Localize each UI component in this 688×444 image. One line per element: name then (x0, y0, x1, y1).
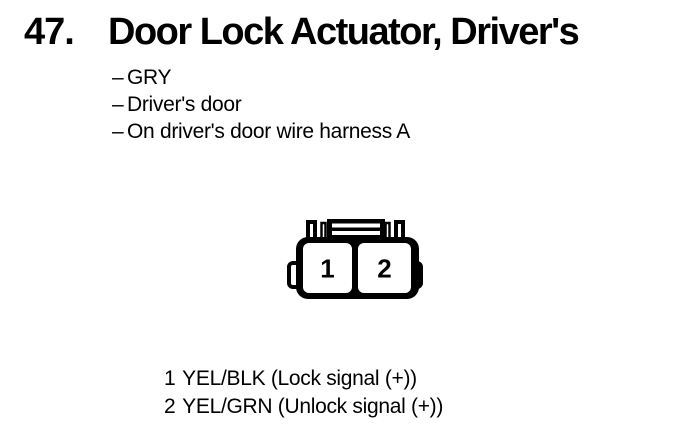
detail-item-label: Driver's door (127, 93, 242, 116)
detail-item-label: On driver's door wire harness A (127, 120, 410, 143)
pin-number: 1 (164, 367, 176, 390)
bullet-dash: – (112, 120, 124, 143)
connector-cavity-1 (303, 243, 352, 293)
pin-description: (Unlock signal (+)) (277, 394, 444, 418)
pin-row: 2 YEL/GRN (Unlock signal (+)) (164, 393, 443, 421)
detail-list: –GRY –Driver's door –On driver's door wi… (112, 64, 410, 145)
connector-latch-groove (332, 223, 380, 228)
detail-item: –GRY (112, 64, 410, 91)
pin-wire-color: YEL/BLK (182, 367, 266, 390)
connector-diagram: 1 2 (287, 219, 423, 299)
connector-right-small-tab (384, 221, 391, 241)
connector-left-small-tab (320, 221, 327, 241)
pin-list: 1 YEL/BLK (Lock signal (+)) 2 YEL/GRN (U… (164, 365, 443, 420)
connector-latch-groove (332, 231, 380, 235)
pin-wire-color: YEL/GRN (182, 394, 273, 418)
detail-item: –On driver's door wire harness A (112, 118, 410, 145)
bullet-dash: – (112, 66, 124, 89)
page-header: 47. Door Lock Actuator, Driver's (0, 12, 688, 56)
page-title: Door Lock Actuator, Driver's (108, 11, 580, 53)
bullet-dash: – (112, 93, 124, 116)
pin-number: 2 (164, 394, 176, 418)
connector-cavity-2-number: 2 (377, 254, 391, 284)
connector-latch (327, 219, 385, 239)
detail-item-label: GRY (127, 66, 172, 89)
connector-cavity-2 (358, 243, 411, 293)
pin-row: 1 YEL/BLK (Lock signal (+)) (164, 365, 443, 393)
item-number: 47. (24, 11, 75, 53)
detail-item: –Driver's door (112, 91, 410, 118)
pin-description: (Lock signal (+)) (270, 367, 417, 390)
connector-cavity-1-number: 1 (320, 254, 334, 284)
